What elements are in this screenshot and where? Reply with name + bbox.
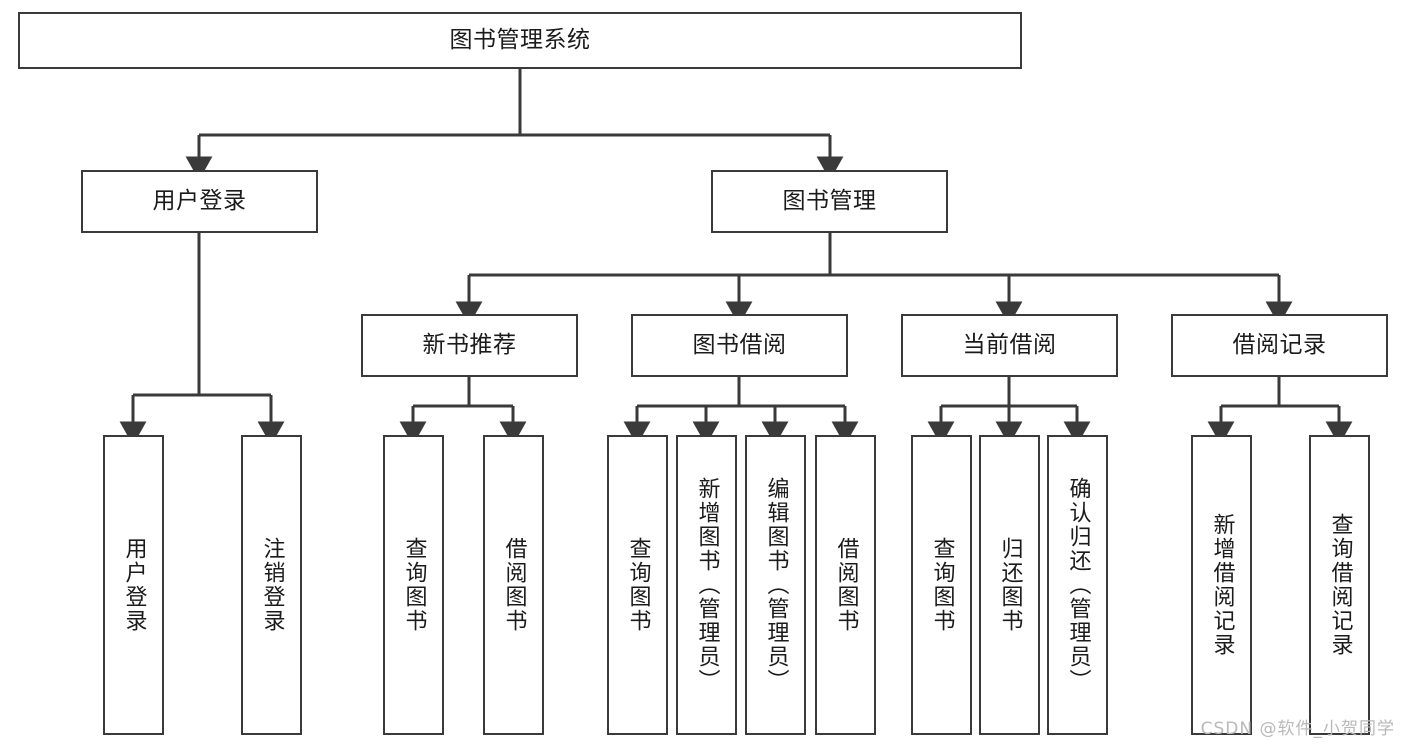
node-label: 查询图书 [929, 537, 955, 633]
node-leaf-borrow-borrow-book[interactable]: 借阅图书 [815, 435, 876, 735]
node-leaf-record-add-record[interactable]: 新增借阅记录 [1191, 435, 1252, 735]
node-label: 当前借阅 [962, 332, 1057, 359]
node-label: 借阅图书 [833, 537, 859, 633]
node-root-book-management-system[interactable]: 图书管理系统 [18, 12, 1022, 69]
node-label: 借阅图书 [501, 537, 527, 633]
node-new-book-recommend[interactable]: 新书推荐 [361, 314, 578, 377]
node-book-borrow[interactable]: 图书借阅 [631, 314, 848, 377]
node-leaf-current-query-book[interactable]: 查询图书 [911, 435, 972, 735]
node-label: 用户登录 [121, 537, 147, 633]
node-label: 查询图书 [625, 537, 651, 633]
node-leaf-current-confirm-return-admin[interactable]: 确认归还（管理员） [1047, 435, 1108, 735]
node-label: 新增图书（管理员） [694, 477, 720, 693]
node-label: 图书管理系统 [449, 27, 591, 54]
node-leaf-recommend-borrow-book[interactable]: 借阅图书 [483, 435, 544, 735]
node-label: 查询借阅记录 [1327, 513, 1353, 657]
node-leaf-user-login-logout[interactable]: 注销登录 [241, 435, 302, 735]
node-leaf-current-return-book[interactable]: 归还图书 [979, 435, 1040, 735]
node-leaf-borrow-query-book[interactable]: 查询图书 [607, 435, 668, 735]
node-label: 新增借阅记录 [1209, 513, 1235, 657]
node-leaf-recommend-query-book[interactable]: 查询图书 [383, 435, 444, 735]
csdn-watermark: CSDN @软件_小贺同学 [1200, 719, 1395, 739]
node-label: 查询图书 [401, 537, 427, 633]
node-label: 用户登录 [152, 188, 247, 215]
node-book-management[interactable]: 图书管理 [711, 170, 948, 233]
node-label: 归还图书 [997, 537, 1023, 633]
node-current-borrow[interactable]: 当前借阅 [901, 314, 1118, 377]
node-label: 确认归还（管理员） [1065, 477, 1091, 693]
node-leaf-record-query-record[interactable]: 查询借阅记录 [1309, 435, 1370, 735]
node-borrow-record[interactable]: 借阅记录 [1171, 314, 1388, 377]
node-label: 新书推荐 [422, 332, 517, 359]
node-label: 注销登录 [259, 537, 285, 633]
node-label: 图书借阅 [692, 332, 787, 359]
node-user-login[interactable]: 用户登录 [81, 170, 318, 233]
node-label: 图书管理 [782, 188, 877, 215]
node-leaf-user-login-login[interactable]: 用户登录 [103, 435, 164, 735]
node-label: 编辑图书（管理员） [763, 477, 789, 693]
node-leaf-borrow-add-book-admin[interactable]: 新增图书（管理员） [676, 435, 737, 735]
node-leaf-borrow-edit-book-admin[interactable]: 编辑图书（管理员） [745, 435, 806, 735]
node-label: 借阅记录 [1232, 332, 1327, 359]
